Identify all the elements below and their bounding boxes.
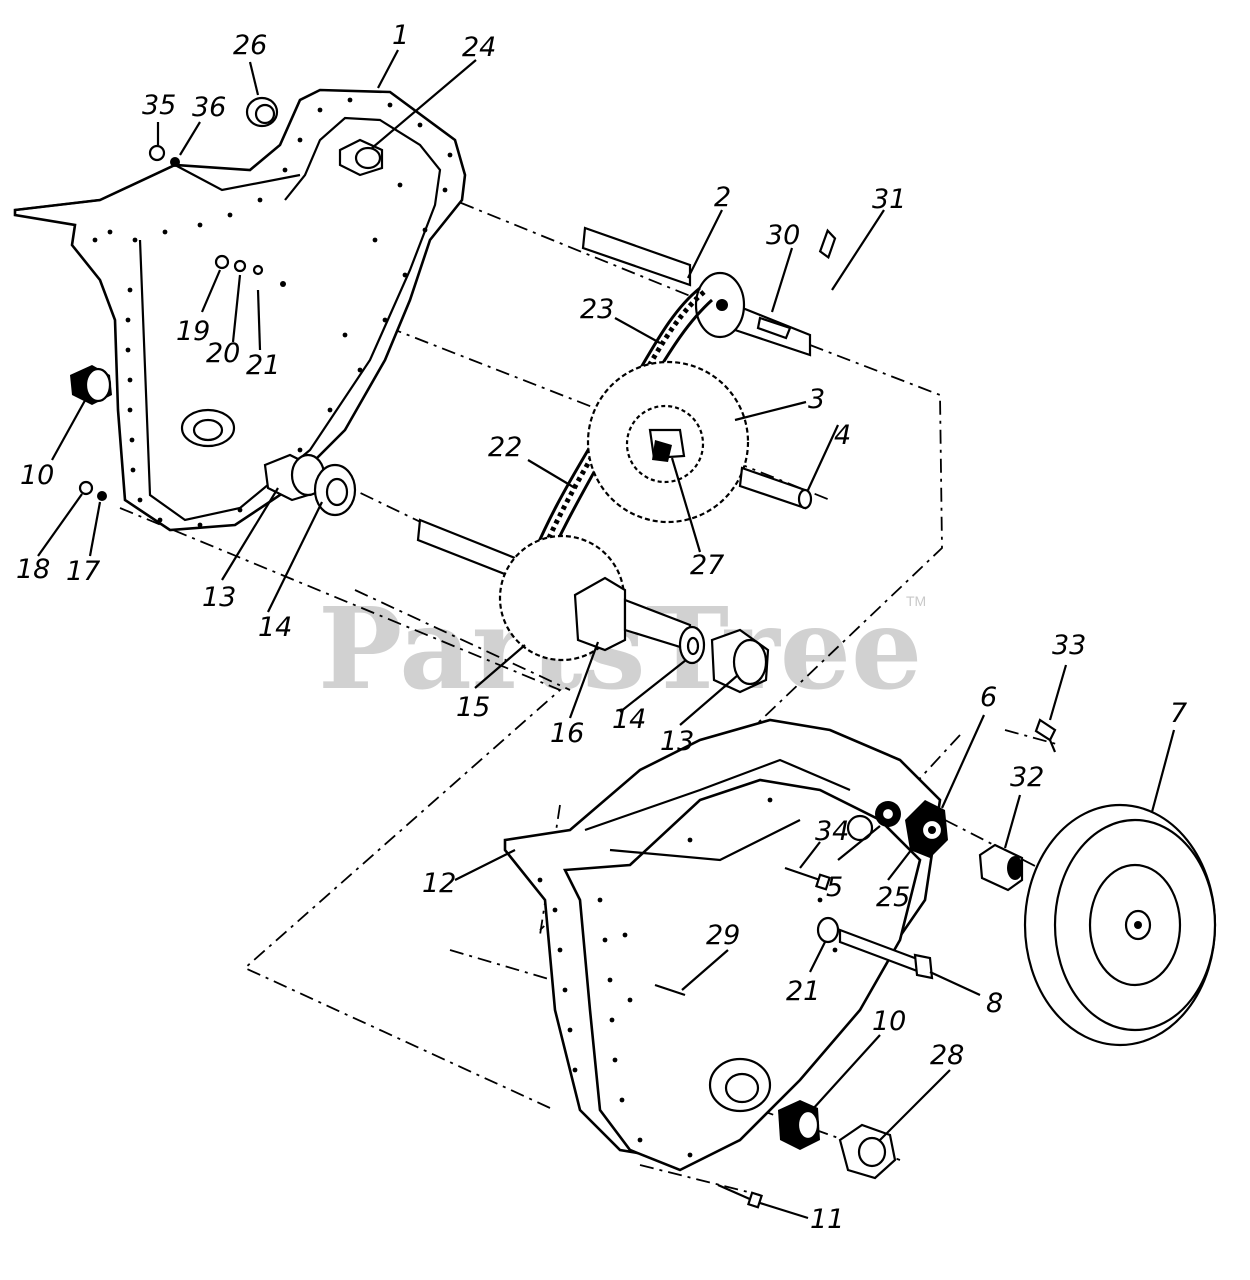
callout-3: 3 [808, 384, 825, 415]
bearing-10-upper [70, 365, 112, 405]
bushing-13-washer-14-left [263, 453, 357, 517]
callout-26: 26 [233, 30, 267, 61]
callout-30: 30 [766, 220, 800, 251]
left-housing-plate [13, 88, 467, 532]
callout-11: 11 [810, 1204, 844, 1235]
callout-12: 12 [422, 868, 456, 899]
nut-18-washer-17 [78, 480, 107, 501]
callout-29: 29 [706, 920, 740, 951]
leader-lines [37, 49, 1176, 1220]
callout-28: 28 [930, 1040, 964, 1071]
callout-24: 24 [462, 32, 496, 63]
callout-1: 1 [392, 20, 409, 51]
callout-10-upper: 10 [20, 460, 54, 491]
callout-31: 31 [872, 184, 906, 215]
callout-36: 36 [192, 92, 226, 123]
spacer-32 [978, 843, 1024, 892]
callout-4: 4 [834, 420, 851, 451]
callout-14-left: 14 [258, 612, 292, 643]
nut-35-washer-36 [148, 144, 180, 167]
upper-shaft-2 [581, 226, 837, 357]
callout-32: 32 [1010, 762, 1044, 793]
fasteners-34-29-11-21-8 [654, 866, 934, 1209]
bearing-5-bushing-6-hub-25 [875, 800, 948, 858]
callout-14-right: 14 [612, 704, 646, 735]
sprocket-3 [586, 360, 750, 524]
callout-22: 22 [488, 432, 522, 463]
callout-19: 19 [176, 316, 210, 347]
seal-26 [245, 96, 279, 128]
callout-5: 5 [826, 872, 843, 903]
watermark-tm: TM [906, 593, 926, 609]
bushing-24 [338, 138, 384, 177]
screw-33 [1034, 718, 1057, 753]
callout-16: 16 [550, 718, 584, 749]
right-housing-12 [503, 718, 942, 1172]
callout-17: 17 [66, 556, 100, 587]
callout-34: 34 [815, 816, 849, 847]
callout-13-left: 13 [202, 582, 236, 613]
callout-7: 7 [1170, 698, 1187, 729]
sprocket-15-hub-16 [416, 518, 770, 694]
bearing-10-lower-nut-28 [778, 1100, 897, 1180]
callout-23: 23 [580, 294, 614, 325]
callout-21-upper: 21 [246, 350, 280, 381]
callout-6: 6 [980, 682, 997, 713]
callout-33: 33 [1052, 630, 1086, 661]
callout-2: 2 [714, 182, 731, 213]
callout-21-lower: 21 [786, 976, 820, 1007]
callout-13-right: 13 [660, 726, 694, 757]
callout-18: 18 [16, 554, 50, 585]
callout-labels: 26 1 24 35 36 2 30 31 23 19 20 21 3 4 22… [16, 20, 1187, 1235]
callout-15: 15 [456, 692, 490, 723]
callout-20: 20 [206, 338, 240, 369]
callout-35: 35 [142, 90, 176, 121]
callout-27: 27 [690, 550, 724, 581]
hardware-19-20-21 [214, 254, 286, 287]
shaft-4 [738, 466, 813, 510]
callout-25: 25 [876, 882, 910, 913]
pulley-7 [1023, 803, 1217, 1047]
callout-10-lower: 10 [872, 1006, 906, 1037]
callout-8: 8 [986, 988, 1003, 1019]
